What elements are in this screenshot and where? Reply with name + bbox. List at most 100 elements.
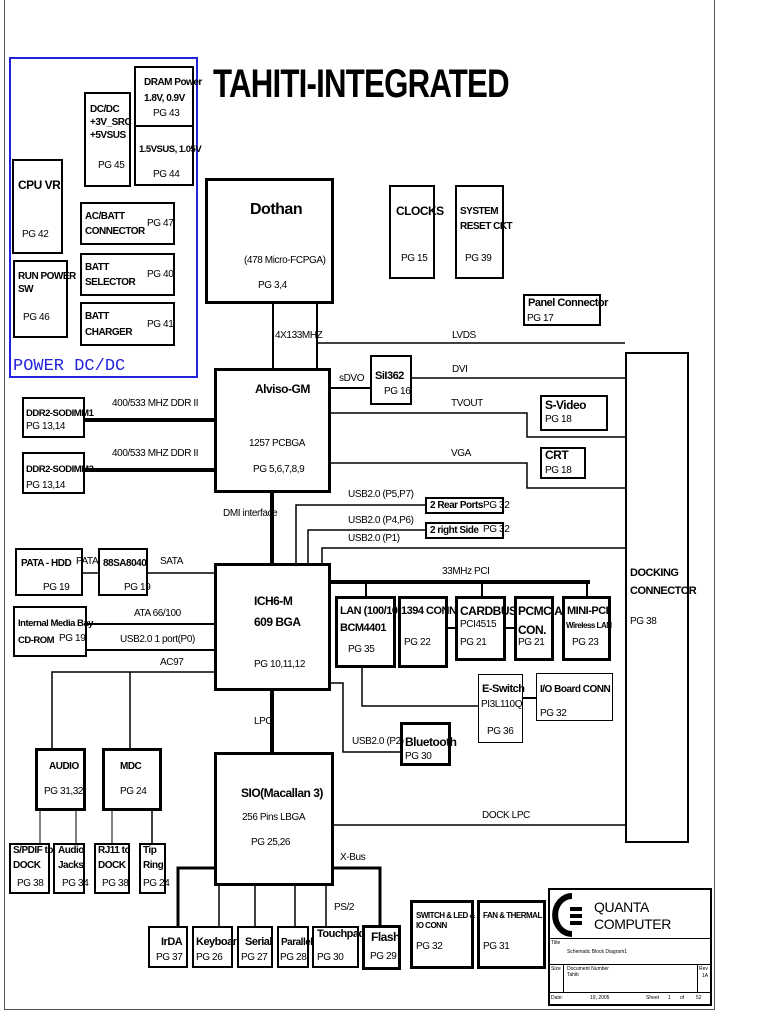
title-field: Schematic Block Diagram1 — [567, 949, 628, 955]
company-name: COMPUTER — [594, 916, 671, 932]
company-name: QUANTA — [594, 899, 649, 915]
block-label: Bluetooth — [405, 735, 457, 749]
audio-block: AUDIO PG 31,32 — [35, 748, 86, 811]
rev-label: Rev — [699, 966, 708, 972]
block-label: CONNECTOR — [85, 226, 145, 237]
page-ref: PG 24 — [120, 786, 147, 797]
date-field: 19, 2005 — [590, 995, 610, 1001]
page-ref: PG 17 — [527, 313, 554, 324]
tvout-line — [330, 412, 625, 438]
block-label: SELECTOR — [85, 277, 136, 288]
block-label: Flash — [371, 930, 400, 944]
block-label: I/O Board CONN — [540, 684, 611, 695]
pata-label: PATA — [76, 556, 99, 567]
block-label: CONNECTOR — [630, 585, 697, 597]
block-label: 1394 CONN — [401, 605, 457, 617]
audio-jacks-block: Audio Jacks PG 34 — [53, 843, 89, 894]
page-ref: PG 38 — [102, 878, 129, 889]
block-label: DOCK — [13, 860, 41, 871]
page-ref: PG 18 — [545, 465, 572, 476]
drawing-frame — [4, 0, 715, 1010]
sdvo-label: sDVO — [339, 373, 365, 384]
crt-block: CRT PG 18 — [540, 447, 586, 479]
88sa8040-block: 88SA8040 PG 19 — [98, 548, 151, 596]
page-ref: PG 26 — [196, 952, 223, 963]
block-label: +5VSUS — [90, 130, 126, 141]
page-ref: PG 13,14 — [26, 421, 66, 432]
clocks-block: CLOCKS PG 15 — [389, 185, 444, 279]
block-subtitle: (478 Micro-FCPGA) — [244, 255, 326, 266]
dcdc-block: DC/DC +3V_SRC +5VSUS PG 45 — [84, 92, 132, 187]
block-label: DOCK — [98, 860, 126, 871]
sheet-field: 1 — [668, 995, 671, 1001]
block-subtitle: PCI4515 — [460, 619, 497, 630]
page-ref: PG 42 — [22, 229, 49, 240]
tip-ring-block: Tip Ring PG 24 — [139, 843, 170, 894]
block-label: CRT — [545, 448, 569, 462]
block-label: SWITCH & LED & — [416, 911, 475, 920]
page-ref: PG 38 — [630, 616, 657, 627]
touchpad-block: Touchpad PG 30 — [312, 926, 365, 968]
keyboard-block: Keyboard PG 26 — [192, 926, 243, 968]
page-ref: PG 35 — [348, 644, 375, 655]
lpc-label: LPC — [254, 716, 273, 727]
block-label: Keyboard — [196, 936, 243, 948]
pcmcia-con-block: PCMCIA CON. PG 21 — [514, 596, 563, 661]
block-label: SW — [18, 284, 34, 295]
rev-field: 1A — [702, 973, 709, 979]
page-ref: PG 19 — [124, 582, 151, 593]
block-label: 88SA8040 — [103, 558, 147, 569]
dram-power-block: DRAM Power 1.8V, 0.9V PG 43 — [134, 66, 202, 127]
page-ref: PG 27 — [241, 952, 268, 963]
cardbus-block: CARDBUS PCI4515 PG 21 — [455, 596, 517, 661]
block-label: RJ11 to — [98, 845, 131, 856]
block-label: DDR2-SODIMM1 — [26, 408, 94, 419]
block-label: CLOCKS — [396, 204, 444, 218]
page-ref: PG 47 — [147, 218, 174, 229]
page-ref: PG 34 — [62, 878, 89, 889]
block-label: +3V_SRC — [90, 117, 132, 128]
block-label: SYSTEM — [460, 206, 499, 217]
of-label: of — [680, 995, 685, 1001]
block-label: Parallel — [281, 937, 313, 948]
page-ref: PG 28 — [280, 952, 307, 963]
page-ref: PG 39 — [465, 253, 492, 264]
fsb-label: 4X133MHZ — [275, 330, 323, 341]
block-label: 2 Rear Ports — [430, 500, 483, 511]
block-label: S/PDIF to — [13, 845, 53, 856]
block-label: MINI-PCI — [567, 605, 609, 617]
parallel-block: Parallel PG 28 — [277, 926, 313, 968]
block-label: 2 right Side — [430, 525, 479, 536]
block-label: BATT — [85, 311, 109, 322]
block-label: Dothan — [250, 201, 303, 218]
ps2-label: PS/2 — [334, 902, 355, 913]
power-group-label: POWER DC/DC — [13, 357, 126, 376]
lan-block: LAN (100/10) BCM4401 PG 35 — [335, 596, 401, 668]
block-label: DOCKING — [630, 567, 679, 579]
quanta-logo-icon — [552, 893, 582, 937]
page-ref: PG 44 — [153, 169, 180, 180]
usb-p4p6-label: USB2.0 (P4,P6) — [348, 515, 414, 526]
page-ref: PG 3,4 — [258, 280, 287, 291]
page-ref: PG 10,11,12 — [254, 659, 306, 670]
tvout-label: TVOUT — [451, 398, 483, 409]
block-label: 609 BGA — [254, 615, 301, 629]
block-label: Jacks — [58, 860, 84, 871]
1394-conn-block: 1394 CONN PG 22 — [398, 596, 457, 668]
block-label: DC/DC — [90, 104, 120, 115]
page-ref: PG 23 — [572, 637, 599, 648]
block-label: Touchpad — [317, 928, 365, 940]
docnum-label: Document Number — [567, 966, 609, 972]
block-subtitle: 256 Pins LBGA — [242, 812, 306, 823]
page-ref: PG 22 — [404, 637, 431, 648]
page-ref: PG 29 — [370, 951, 397, 962]
dvi-label: DVI — [452, 364, 468, 375]
serial-block: Serial PG 27 — [237, 926, 273, 968]
switch-led-io-conn-block: SWITCH & LED & IO CONN PG 32 — [410, 900, 475, 969]
page-ref: PG 15 — [401, 253, 428, 264]
docking-connector-block: DOCKING CONNECTOR PG 38 — [625, 352, 697, 843]
block-label: BATT — [85, 262, 109, 273]
page-ref: PG 41 — [147, 319, 174, 330]
page-ref: PG 31,32 — [44, 786, 84, 797]
block-label: S-Video — [545, 398, 586, 412]
